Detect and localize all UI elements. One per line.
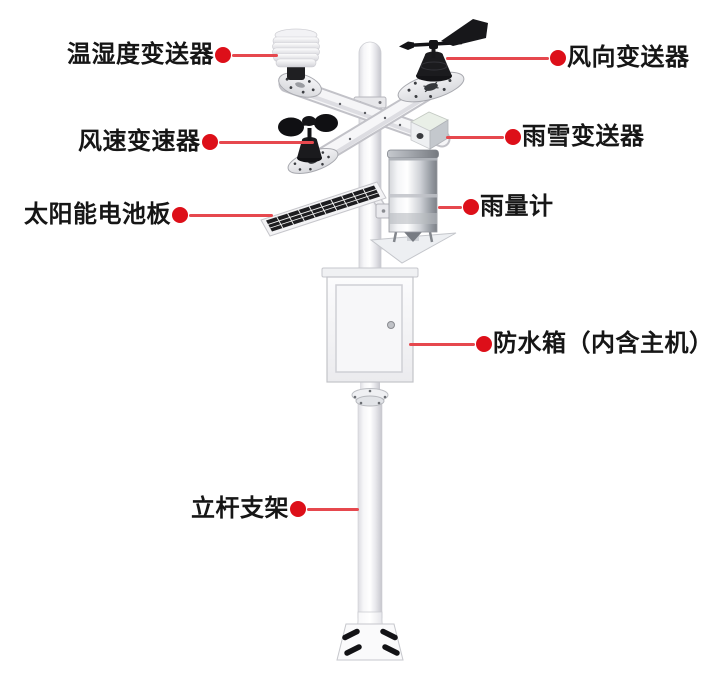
label-wind-direction: 风向变送器 [446,43,690,73]
callout-line [446,56,549,60]
radiation-shield [272,28,322,98]
label-rain-gauge: 雨量计 [438,192,554,222]
label-temp-humidity: 温湿度变送器 [67,40,278,70]
rain-snow-sensor [410,111,449,150]
label-text: 雨雪变送器 [522,123,645,150]
pole-flange [351,388,389,407]
callout-line [409,342,475,346]
label-text: 风速变速器 [78,128,201,155]
label-text: 防水箱（内含主机） [493,330,714,357]
callout-line [189,213,273,217]
wind-vane [397,19,488,103]
waterproof-box [321,267,419,383]
callout-dot [172,207,188,223]
label-text: 温湿度变送器 [67,41,214,68]
label-wind-speed: 风速变速器 [78,127,314,157]
callout-dot [290,501,306,517]
callout-line [446,135,504,139]
callout-dot [505,129,521,145]
callout-dot [476,336,492,352]
cup-anemometer [278,114,339,174]
callout-dot [215,47,231,63]
solar-panel [260,181,392,237]
callout-line [218,140,314,144]
label-text: 太阳能电池板 [24,201,171,228]
box-lock-knob [387,321,395,329]
callout-dot [201,134,218,150]
rain-gauge [369,149,457,264]
callout-line [307,507,359,511]
base-plate [336,611,404,661]
label-text: 立杆支架 [191,495,289,522]
label-waterproof-box: 防水箱（内含主机） [409,329,714,359]
callout-dot [550,50,566,66]
label-text: 风向变送器 [567,44,690,71]
label-text: 雨量计 [480,193,554,220]
label-solar-panel: 太阳能电池板 [24,200,273,230]
label-pole-bracket: 立杆支架 [191,494,359,524]
callout-dot [463,199,479,215]
callout-line [232,53,278,57]
callout-line [438,205,462,209]
label-rain-snow: 雨雪变送器 [446,122,645,152]
